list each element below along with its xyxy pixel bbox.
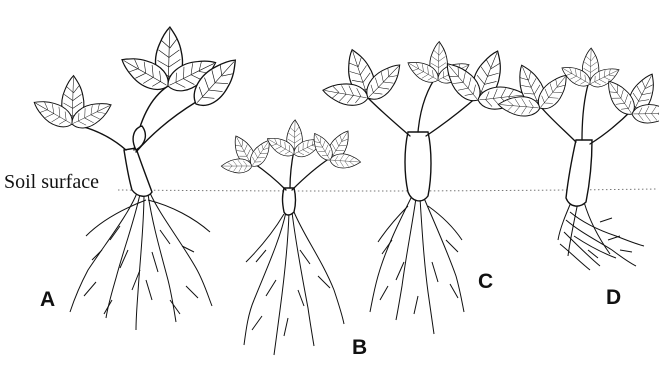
- plant-label-d: D: [606, 286, 621, 309]
- plant-b: [209, 115, 374, 355]
- plant-a-crown: [124, 148, 152, 196]
- plant-c: [308, 35, 540, 334]
- plant-label-c: C: [478, 270, 493, 293]
- plant-d-crown: [566, 140, 592, 206]
- plant-c-roots: [370, 196, 464, 334]
- plant-b-crown: [283, 188, 296, 215]
- plant-a-roots: [70, 193, 212, 330]
- plant-d: [483, 48, 659, 270]
- plant-label-a: A: [40, 288, 55, 311]
- plant-c-crown: [405, 132, 431, 201]
- plant-d-roots: [558, 200, 644, 270]
- plant-label-b: B: [352, 336, 367, 359]
- plant-b-roots: [244, 212, 344, 355]
- soil-surface-label: Soil surface: [4, 171, 99, 193]
